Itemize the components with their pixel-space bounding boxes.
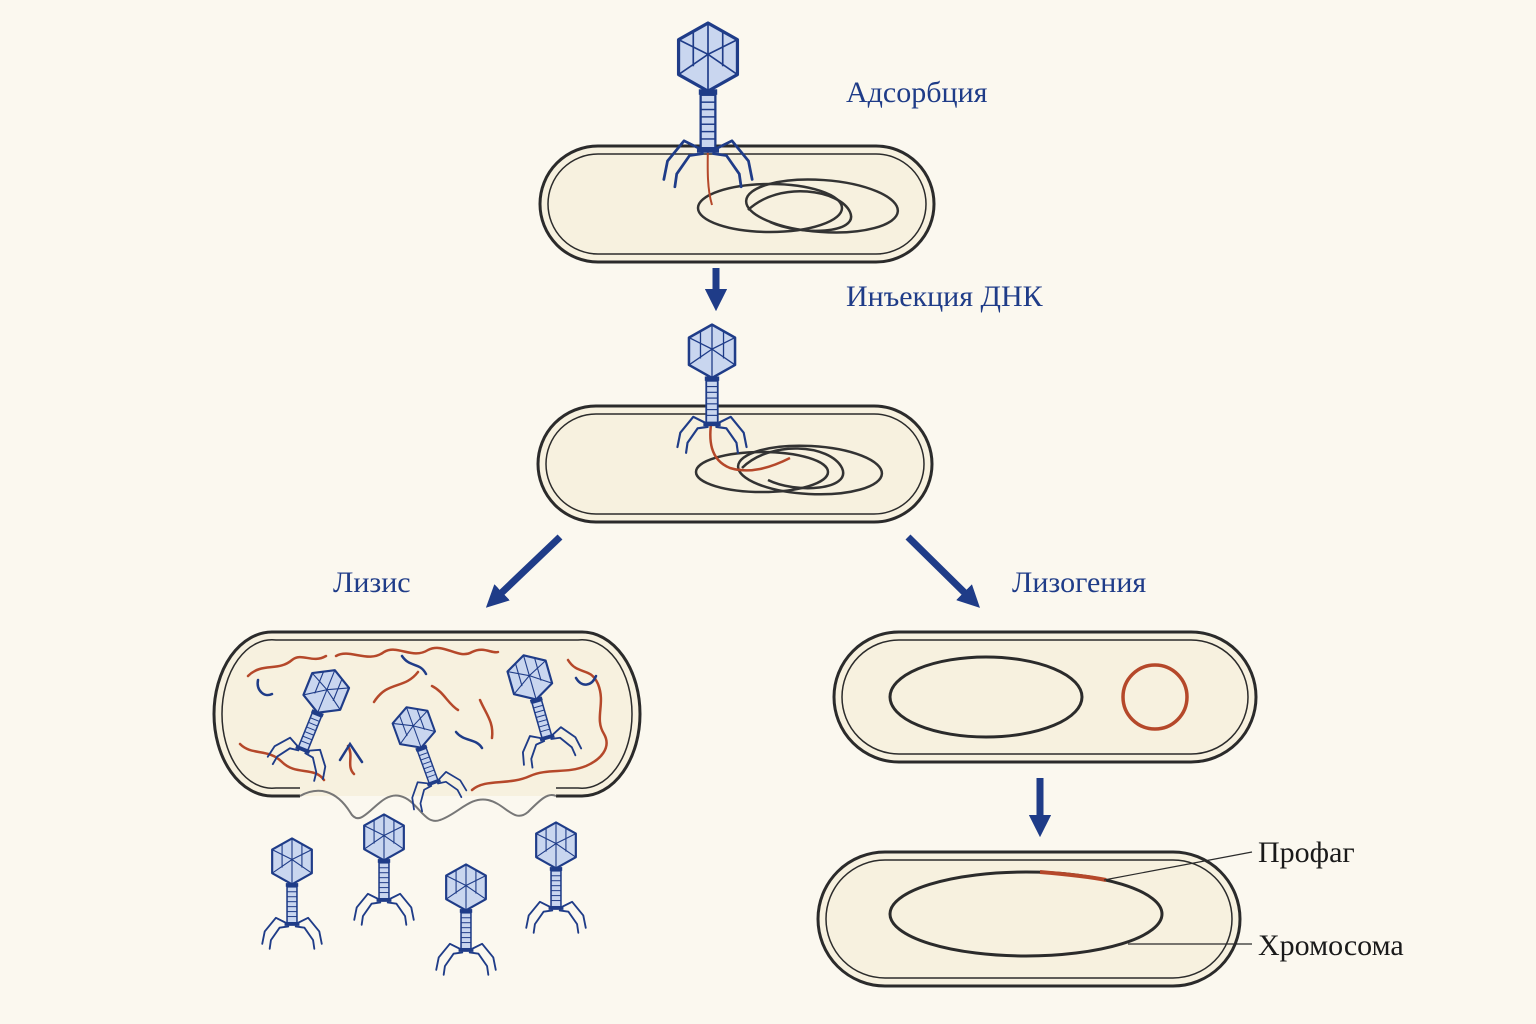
torn-membrane	[299, 789, 557, 822]
label-adsorption: Адсорбция	[846, 76, 988, 109]
bacterial-chromosome-3	[888, 655, 1084, 739]
lysis-stage	[212, 630, 642, 976]
bacteriophage-icon	[525, 821, 587, 934]
lysogeny-stage	[832, 630, 1258, 764]
adsorption-stage	[538, 21, 936, 264]
bacterial-dna-1	[696, 178, 900, 234]
phage-dna-thread-2	[709, 417, 791, 472]
bacterial-dna-2	[694, 444, 884, 496]
bacteriophage-icon	[261, 837, 323, 950]
circular-phage-dna	[1121, 663, 1189, 731]
label-lysogeny: Лизогения	[1012, 566, 1146, 599]
bacterial-cell-3	[832, 630, 1258, 764]
label-prophage: Профаг	[1258, 836, 1355, 869]
injection-stage	[536, 323, 934, 524]
bacterial-cell-1	[538, 144, 936, 264]
prophage-stage	[816, 850, 1253, 988]
bacteriophage-icon	[435, 863, 497, 976]
label-chromosome: Хромосома	[1258, 929, 1404, 962]
bacterial-chromosome-4	[888, 870, 1164, 958]
integrated-prophage	[1039, 870, 1107, 882]
dna-fragments	[238, 646, 608, 792]
label-lysis: Лизис	[333, 566, 411, 599]
arrow-icon	[485, 534, 563, 608]
label-injection: Инъекция ДНК	[846, 280, 1044, 313]
arrow-icon	[905, 534, 980, 608]
bacteriophage-icon	[353, 813, 415, 926]
